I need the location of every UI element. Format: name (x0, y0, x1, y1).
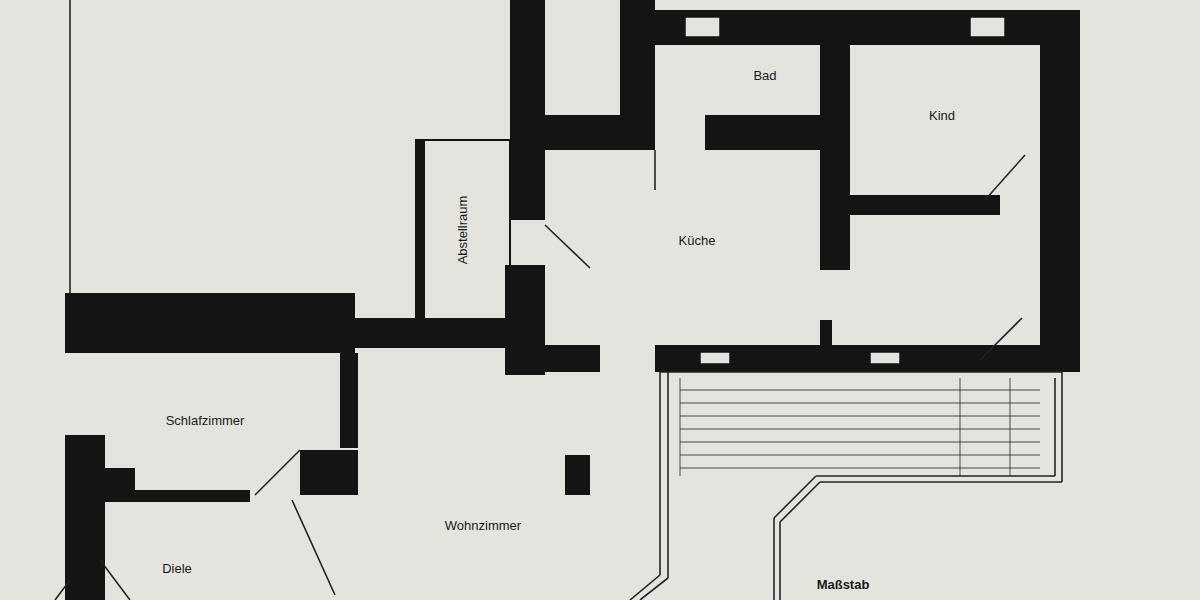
wall (820, 320, 832, 350)
room-label: Küche (679, 233, 716, 248)
plan-line (680, 403, 1040, 404)
plan-line (680, 468, 1040, 469)
walls (65, 0, 1080, 600)
plan-line (773, 518, 775, 600)
plan-line (680, 455, 1040, 456)
wall (510, 0, 545, 220)
plan-line (680, 442, 1040, 443)
plan-line (640, 578, 668, 600)
room-label: Wohnzimmer (445, 518, 521, 533)
plan-line (100, 560, 130, 600)
room-label: Kind (929, 108, 955, 123)
wall (65, 293, 355, 353)
plan-line (654, 150, 656, 190)
plan-line (545, 225, 590, 268)
wall (650, 10, 1080, 45)
wall (545, 345, 600, 372)
plan-line (780, 482, 820, 522)
plan-line (660, 371, 1062, 373)
plan-line (1054, 378, 1056, 476)
plan-line (667, 372, 669, 578)
wall (850, 195, 1000, 215)
plan-line (779, 522, 781, 600)
plan-line (659, 372, 661, 575)
plan-line (292, 500, 335, 595)
room-label: Diele (162, 561, 192, 576)
wall (510, 115, 655, 150)
room-label: Bad (753, 68, 776, 83)
thin-lines (55, 0, 1062, 600)
plan-line (980, 318, 1022, 360)
plan-line (985, 155, 1025, 200)
wall (100, 468, 135, 493)
wall (65, 435, 105, 600)
wall (705, 115, 820, 150)
plan-line (1061, 372, 1063, 482)
wall (1040, 10, 1080, 370)
wall (100, 490, 250, 502)
plan-line (680, 378, 681, 476)
wall (565, 455, 590, 495)
window (685, 17, 720, 37)
plan-line (774, 476, 816, 518)
windows (685, 17, 1005, 364)
plan-line (816, 475, 1055, 477)
wall (355, 318, 510, 348)
window (970, 17, 1005, 37)
room-label: Maßstab (817, 577, 870, 592)
wall (300, 450, 358, 495)
wall (820, 45, 850, 270)
plan-line (69, 0, 71, 293)
plan-line (1010, 378, 1011, 476)
window (870, 352, 900, 364)
wall (340, 353, 358, 448)
storage-outline (416, 140, 510, 320)
plan-line (680, 416, 1040, 417)
window (700, 352, 730, 364)
plan-line (960, 378, 961, 476)
plan-line (680, 390, 1040, 391)
plan-line (680, 429, 1040, 430)
storage-wall (416, 140, 425, 320)
plan-line (255, 450, 300, 495)
plan-line (55, 580, 70, 600)
plan-line (820, 481, 1062, 483)
wall (655, 345, 1080, 372)
room-label: Schlafzimmer (166, 413, 245, 428)
room-label: Abstellraum (455, 196, 470, 265)
